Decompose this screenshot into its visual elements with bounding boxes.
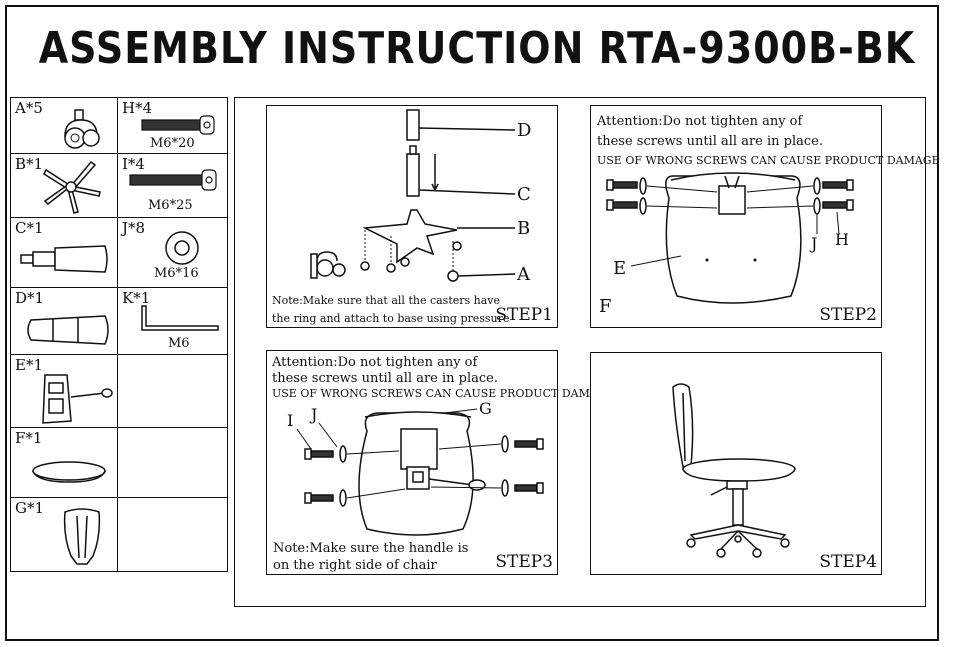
step2-warning: USE OF WRONG SCREWS CAN CAUSE PRODUCT DA… (597, 154, 940, 167)
step3-diagram (296, 408, 544, 536)
step2-panel: Attention:Do not tighten any of these sc… (590, 105, 940, 328)
step3-warning: USE OF WRONG SCREWS CAN CAUSE PRODUCT DA… (272, 387, 615, 400)
step2-attention-line2: these screws until all are in place. (597, 134, 823, 149)
part-i-label: I*4 (122, 155, 145, 173)
step4-title: STEP4 (819, 552, 877, 572)
page-border (5, 5, 939, 641)
part-k-size: M6 (168, 336, 190, 351)
part-d-label: D*1 (15, 289, 45, 307)
screw-icon (141, 115, 215, 135)
step3-note-line2: on the right side of chair (273, 558, 437, 573)
part-k-label: K*1 (122, 289, 151, 307)
step2-callout-f: F (599, 296, 612, 317)
backrest-icon (63, 508, 101, 565)
allen-key-icon (141, 305, 219, 331)
part-b-label: B*1 (15, 155, 44, 173)
step1-note-line1: Note:Make sure that all the casters have (272, 294, 501, 307)
part-k: K*1 M6 (118, 288, 227, 355)
step1-panel: D C B A Note:Make sure that all the cast… (266, 105, 558, 328)
steps-panel (234, 97, 926, 607)
step1-callout-c: C (517, 184, 531, 205)
step1-diagram (310, 109, 516, 282)
parts-table: A*5 B*1 C*1 (10, 97, 228, 572)
step2-attention-line1: Attention:Do not tighten any of (597, 114, 803, 129)
step2-callout-h: H (835, 230, 849, 249)
part-f-label: F*1 (15, 429, 43, 447)
cylinder-cover-icon (27, 315, 109, 345)
seat-icon (32, 461, 106, 483)
part-j: J*8 M6*16 (118, 218, 227, 288)
part-d: D*1 (11, 288, 118, 355)
part-h-label: H*4 (122, 99, 153, 117)
gas-lift-icon (20, 245, 108, 273)
step1-callout-a: A (517, 264, 530, 285)
step3-title: STEP3 (495, 552, 553, 572)
part-e-label: E*1 (15, 356, 43, 374)
part-a-label: A*5 (15, 99, 43, 117)
part-h-size: M6*20 (150, 136, 195, 151)
base-icon (43, 160, 101, 214)
assembled-chair-icon (672, 383, 796, 558)
part-j-label: J*8 (122, 219, 146, 237)
step2-callout-j: J (811, 234, 818, 253)
part-j-size: M6*16 (154, 266, 199, 281)
empty-cell (118, 428, 227, 498)
step2-title: STEP2 (819, 305, 877, 325)
step3-callout-i: I (287, 411, 294, 430)
part-c-label: C*1 (15, 219, 44, 237)
step3-callout-g: G (479, 399, 492, 418)
step3-attention-line1: Attention:Do not tighten any of (272, 355, 478, 370)
part-i-size: M6*25 (148, 198, 193, 213)
part-c: C*1 (11, 218, 118, 288)
part-f: F*1 (11, 428, 118, 498)
step3-panel: Attention:Do not tighten any of these sc… (266, 350, 615, 575)
page-title: ASSEMBLY INSTRUCTION RTA-9300B-BK (38, 22, 916, 74)
step1-callout-b: B (517, 218, 531, 239)
step1-callout-d: D (517, 120, 532, 141)
mechanism-icon (42, 374, 113, 424)
screw-icon-long (129, 169, 217, 191)
step2-diagram (606, 172, 854, 304)
step2-callout-e: E (613, 258, 627, 279)
washer-icon (165, 231, 199, 265)
part-g-label: G*1 (15, 499, 45, 517)
caster-icon (64, 109, 100, 149)
step3-note-line1: Note:Make sure the handle is (273, 541, 469, 556)
part-a: A*5 (11, 98, 118, 154)
step1-title: STEP1 (495, 305, 553, 325)
empty-cell (118, 355, 227, 428)
part-b: B*1 (11, 154, 118, 218)
step4-panel: STEP4 (590, 352, 882, 575)
part-h: H*4 M6*20 (118, 98, 227, 154)
part-i: I*4 M6*25 (118, 154, 227, 218)
part-g: G*1 (11, 498, 118, 571)
empty-cell (118, 498, 227, 571)
step1-note-line2: the ring and attach to base using pressu… (272, 312, 510, 325)
part-e: E*1 (11, 355, 118, 428)
step3-attention-line2: these screws until all are in place. (272, 371, 498, 386)
step3-callout-j: J (311, 405, 318, 424)
